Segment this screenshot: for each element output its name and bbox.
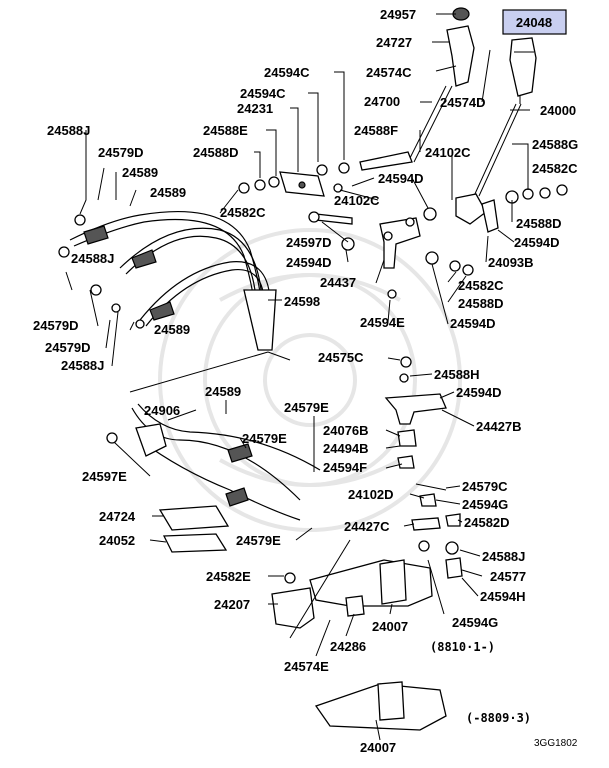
highlight-box — [502, 9, 567, 35]
bracket-24207[interactable] — [271, 572, 365, 629]
part-label[interactable]: 24588J — [71, 251, 114, 266]
part-label[interactable]: 24579D — [33, 318, 79, 333]
part-label[interactable]: 24579E — [236, 533, 281, 548]
plates-24724-24052[interactable] — [158, 505, 230, 553]
part-label[interactable]: 24007 — [360, 740, 396, 755]
part-label[interactable]: 24574C — [366, 65, 412, 80]
watermark — [158, 228, 462, 532]
part-label[interactable]: 24102C — [334, 193, 380, 208]
rod-24588F[interactable] — [359, 151, 413, 171]
notes: (8810·1-) (-8809·3) 3GG1802 — [430, 640, 578, 749]
part-label[interactable]: 24231 — [237, 101, 273, 116]
part-label[interactable]: 24588J — [482, 549, 525, 564]
part-label[interactable]: 24594E — [360, 315, 405, 330]
callout-box — [129, 351, 291, 393]
part-label[interactable]: 24574D — [440, 95, 486, 110]
part-label[interactable]: 24589 — [150, 185, 186, 200]
part-label[interactable]: 24575C — [318, 350, 364, 365]
part-label[interactable]: 24579E — [242, 431, 287, 446]
part-label[interactable]: 24579C — [462, 479, 508, 494]
part-label[interactable]: 24594H — [480, 589, 526, 604]
part-label[interactable]: 24589 — [122, 165, 158, 180]
part-label[interactable]: 24588D — [458, 296, 504, 311]
part-label[interactable]: 24427C — [344, 519, 390, 534]
part-label[interactable]: 24594D — [456, 385, 502, 400]
bushings-center[interactable] — [341, 207, 474, 299]
part-label[interactable]: 24594G — [452, 615, 498, 630]
part-label[interactable]: 24579D — [98, 145, 144, 160]
part-number-highlighted[interactable]: 24048 — [516, 15, 552, 30]
part-label[interactable]: 24594D — [378, 171, 424, 186]
bolt-24597D[interactable] — [308, 211, 353, 225]
part-label[interactable]: 24582C — [532, 161, 578, 176]
part-label[interactable]: 24598 — [284, 294, 320, 309]
base-24007-lower[interactable] — [314, 681, 447, 731]
base-24007-upper[interactable] — [309, 559, 433, 607]
right-bushings-lower[interactable] — [418, 540, 463, 579]
part-label[interactable]: 24957 — [380, 7, 416, 22]
part-label[interactable]: 24594D — [450, 316, 496, 331]
part-label[interactable]: 24000 — [540, 103, 576, 118]
part-label[interactable]: 24093B — [488, 255, 534, 270]
part-label[interactable]: 24577 — [490, 569, 526, 584]
part-label[interactable]: 24588H — [434, 367, 480, 382]
shift-knob[interactable] — [509, 37, 537, 104]
part-label[interactable]: 24588J — [47, 123, 90, 138]
part-label[interactable]: 24286 — [330, 639, 366, 654]
cable-ends-left[interactable] — [58, 214, 145, 329]
part-label[interactable]: 24724 — [99, 509, 136, 524]
part-label[interactable]: 24007 — [372, 619, 408, 634]
part-label[interactable]: 24588E — [203, 123, 248, 138]
part-label[interactable]: 24589 — [205, 384, 241, 399]
part-label[interactable]: 24588J — [61, 358, 104, 373]
part-label[interactable]: 24582C — [458, 278, 504, 293]
part-label[interactable]: 24437 — [320, 275, 356, 290]
part-label[interactable]: 24582D — [464, 515, 510, 530]
part-label[interactable]: 24582E — [206, 569, 251, 584]
part-label[interactable]: 24588D — [193, 145, 239, 160]
part-label[interactable]: 24589 — [154, 322, 190, 337]
part-label[interactable]: 24588D — [516, 216, 562, 231]
shift-cables[interactable] — [69, 210, 277, 351]
date-range-lower: (-8809·3) — [466, 711, 531, 725]
bushing-stack-right[interactable] — [505, 184, 568, 204]
part-label[interactable]: 24906 — [144, 403, 180, 418]
part-label[interactable]: 24727 — [376, 35, 412, 50]
date-range-upper: (8810·1-) — [430, 640, 495, 654]
part-label[interactable]: 24594C — [240, 86, 286, 101]
part-label[interactable]: 24076B — [323, 423, 369, 438]
part-label[interactable]: 24102D — [348, 487, 394, 502]
part-label[interactable]: 24574E — [284, 659, 329, 674]
part-label[interactable]: 24594F — [323, 460, 367, 475]
part-label[interactable]: 24594D — [514, 235, 560, 250]
part-label[interactable]: 24427B — [476, 419, 522, 434]
part-label[interactable]: 24207 — [214, 597, 250, 612]
part-label[interactable]: 24594G — [462, 497, 508, 512]
part-labels: 24048 24957 24727 24594C 24574C 24594C 2… — [33, 7, 578, 755]
cable-assembly-lower[interactable] — [106, 403, 321, 521]
part-label[interactable]: 24579D — [45, 340, 91, 355]
part-label[interactable]: 24102C — [425, 145, 471, 160]
upper-knob-24957[interactable] — [446, 7, 475, 87]
part-label[interactable]: 24582C — [220, 205, 266, 220]
leader-lines — [79, 13, 530, 741]
lower-linkage[interactable] — [384, 356, 461, 531]
part-label[interactable]: 24700 — [364, 94, 400, 109]
part-label[interactable]: 24594D — [286, 255, 332, 270]
part-label[interactable]: 24588F — [354, 123, 398, 138]
shift-lever-24000[interactable] — [455, 103, 522, 233]
part-label[interactable]: 24052 — [99, 533, 135, 548]
part-label[interactable]: 24597D — [286, 235, 332, 250]
linkage-24231[interactable] — [279, 171, 325, 197]
bellcrank-24437[interactable] — [379, 217, 421, 269]
part-label[interactable]: 24579E — [284, 400, 329, 415]
part-label[interactable]: 24588G — [532, 137, 578, 152]
part-label[interactable]: 24494B — [323, 441, 369, 456]
part-label[interactable]: 24597E — [82, 469, 127, 484]
figure-code: 3GG1802 — [534, 738, 578, 749]
washer-stack-upper[interactable] — [238, 162, 350, 194]
part-label[interactable]: 24594C — [264, 65, 310, 80]
